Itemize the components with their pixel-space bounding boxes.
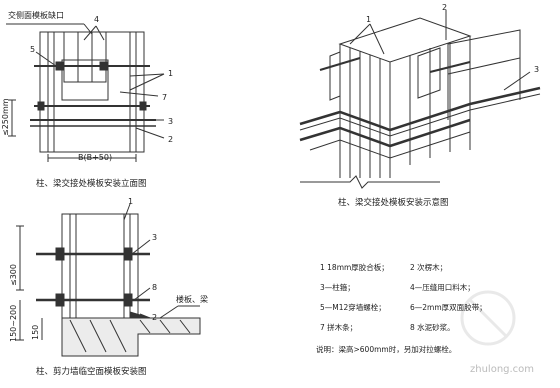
figure1-caption: 柱、梁交接处模板安装立面图 [36,178,147,189]
figure2-callout-2: 2 [442,3,447,12]
figure2-isometric [299,10,541,189]
figure3-dim-150: 150 [31,325,40,340]
watermark-text: zhulong.com [470,364,534,375]
legend-item-1: 1 18mm厚胶合板； [320,263,389,272]
legend-note: 说明：梁高>600mm时，另加对拉螺栓。 [316,345,457,354]
legend-item-2: 2 次楞木； [410,263,448,272]
legend-item-7: 7 拼木条； [320,323,358,332]
figure3-callout-1: 1 [128,197,133,206]
figure1-callout-7: 7 [162,93,167,102]
legend-item-4: 4—压缝用口料木； [410,283,475,292]
legend-item-8: 8 水泥砂浆。 [410,323,455,332]
figure1-dim-left: ≤250mm [1,98,10,136]
figure1-callout-2: 2 [168,135,173,144]
figure3-slab-label: 楼板、梁 [176,294,208,304]
figure2-caption: 柱、梁交接处模板安装示意图 [338,197,449,208]
legend-item-5: 5—M12穿墙螺栓； [320,303,386,312]
figure1-callout-1: 1 [168,69,173,78]
figure3-callout-3: 3 [152,233,157,242]
figure1-top-label: 交侧面模板缺口 [8,10,64,20]
figure3-caption: 柱、剪力墙临空面模板安装图 [36,366,147,377]
figure1-elevation: 交侧面模板缺口 ≤250mm B(B+50) [1,10,165,162]
figure3-dim-left-top: ≤300 [9,264,18,286]
beam-gap-left [63,31,79,83]
legend-item-6: 6—2mm厚双面胶带； [410,303,487,312]
figure3-callout-8: 8 [152,283,157,292]
figure1-callout-5: 5 [30,45,35,54]
figure2-callout-1: 1 [366,15,371,24]
figure3-callout-2: 2 [152,313,157,322]
figure1-callout-3: 3 [168,117,173,126]
figure1-callout-4: 4 [94,15,99,24]
figure3-dim-left-bottom: 150~200 [9,305,18,342]
figure1-dim-bottom: B(B+50) [78,153,112,162]
watermark-logo [460,290,516,346]
figure3-shear-wall [16,203,201,357]
legend-item-3: 3—柱箍； [320,283,355,292]
figure2-callout-3: 3 [534,65,539,74]
